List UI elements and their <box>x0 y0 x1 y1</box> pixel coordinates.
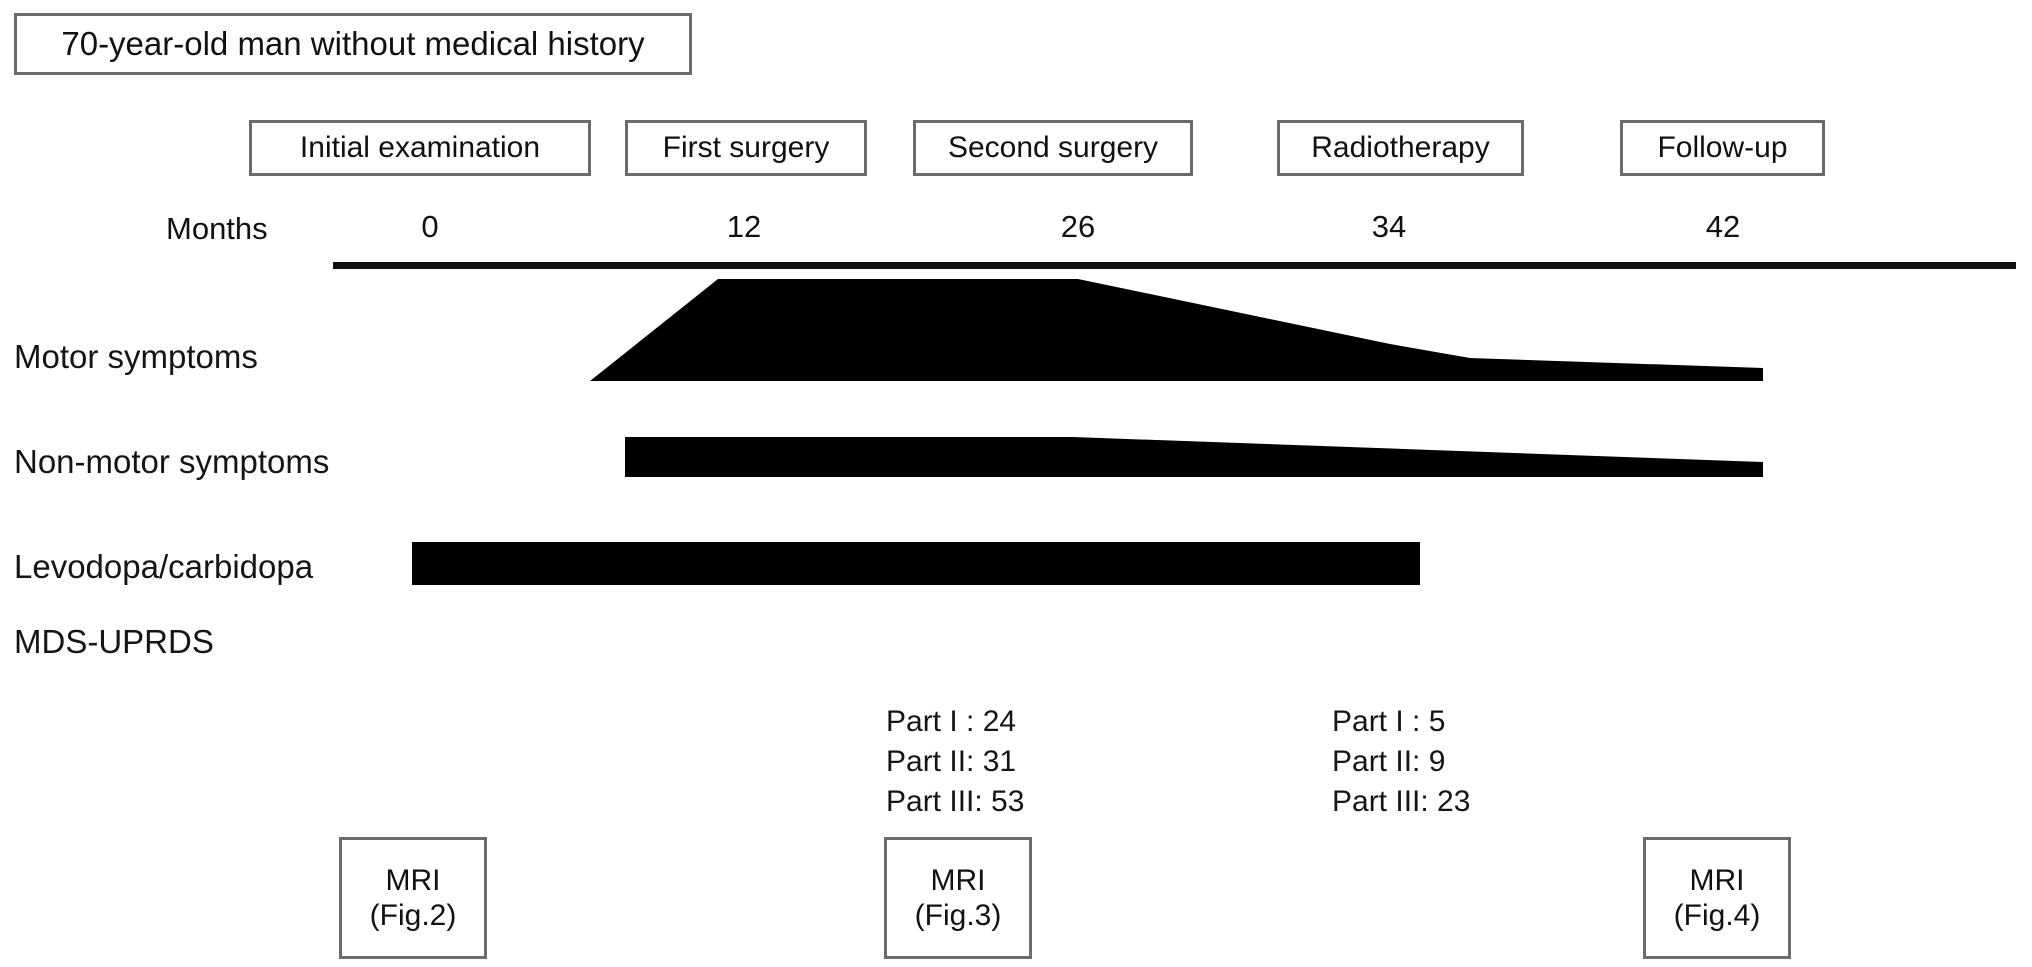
updrs-part-ii: Part II: 9 <box>1332 744 1446 778</box>
updrs-scores-month-34: Part I : 5 Part II: 9 Part III: 23 <box>1332 702 1470 822</box>
mri-box-figure-ref: (Fig.2) <box>369 899 457 932</box>
motor-symptoms-band <box>412 279 1763 381</box>
mri-box-fig4: MRI (Fig.4) <box>1643 837 1791 959</box>
event-box-second-surgery: Second surgery <box>913 120 1193 176</box>
axis-tick-42: 42 <box>1705 209 1741 244</box>
row-label-motor-symptoms: Motor symptoms <box>14 338 258 375</box>
mri-box-title: MRI <box>930 863 986 897</box>
updrs-part-i: Part I : 24 <box>886 705 1017 738</box>
row-label-non-motor-symptoms: Non-motor symptoms <box>14 443 330 480</box>
updrs-scores-month-26: Part I : 24 Part II: 31 Part III: 53 <box>886 702 1024 822</box>
updrs-part-i: Part I : 5 <box>1332 705 1446 738</box>
axis-tick-0: 0 <box>421 209 439 244</box>
updrs-part-iii: Part III: 53 <box>886 784 1025 818</box>
event-box-initial-examination: Initial examination <box>249 120 591 176</box>
levodopa-carbidopa-bar <box>412 542 1420 585</box>
mri-box-fig3: MRI (Fig.3) <box>884 837 1032 959</box>
event-box-radiotherapy: Radiotherapy <box>1277 120 1524 176</box>
event-box-first-surgery: First surgery <box>625 120 867 176</box>
mri-box-figure-ref: (Fig.3) <box>914 899 1002 932</box>
updrs-part-ii: Part II: 31 <box>886 744 1017 778</box>
row-label-levodopa-carbidopa: Levodopa/carbidopa <box>14 548 314 585</box>
mri-box-fig2: MRI (Fig.2) <box>339 837 487 959</box>
non-motor-symptoms-band <box>625 437 1763 477</box>
axis-tick-26: 26 <box>1060 209 1096 244</box>
axis-tick-12: 12 <box>726 209 762 244</box>
axis-tick-34: 34 <box>1371 209 1407 244</box>
patient-header-box: 70-year-old man without medical history <box>14 13 692 75</box>
mri-box-title: MRI <box>1689 863 1745 897</box>
mri-box-title: MRI <box>385 863 441 897</box>
mri-box-figure-ref: (Fig.4) <box>1673 899 1761 932</box>
months-axis-label: Months <box>166 211 268 246</box>
timeline-axis-line <box>333 262 2016 269</box>
row-label-mds-uprds: MDS-UPRDS <box>14 623 214 660</box>
updrs-part-iii: Part III: 23 <box>1332 784 1471 818</box>
event-box-follow-up: Follow-up <box>1620 120 1825 176</box>
